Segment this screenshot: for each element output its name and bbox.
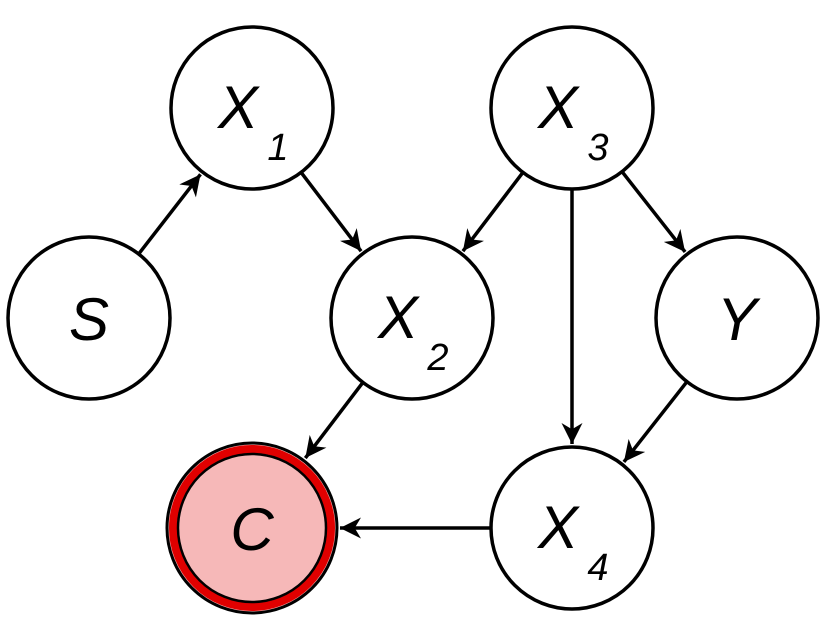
node-c-red-ring	[169, 445, 335, 611]
edge-x1-to-x2	[300, 172, 363, 253]
node-y: Y	[654, 235, 820, 401]
node-x4-label: X	[536, 494, 580, 561]
node-x2: X2	[329, 235, 495, 401]
node-x3-subscript: 3	[587, 127, 608, 169]
node-x4-circle	[489, 445, 655, 611]
node-x1-label: X	[216, 74, 260, 141]
node-c-label: C	[230, 496, 274, 563]
edges	[137, 171, 688, 539]
node-s-label: S	[69, 286, 109, 353]
node-y-label: Y	[717, 286, 761, 353]
node-x3: X3	[489, 25, 655, 191]
node-c: C	[165, 441, 339, 615]
node-s-circle	[6, 235, 172, 401]
edge-y-to-x4	[622, 381, 688, 464]
node-x3-circle	[489, 25, 655, 191]
node-x2-label: X	[376, 284, 420, 351]
node-x2-circle	[329, 235, 495, 401]
node-x4: X4	[489, 445, 655, 611]
node-c-inner-ring	[176, 452, 328, 604]
node-x1: X1	[169, 25, 335, 191]
edge-x3-to-x2	[461, 172, 524, 253]
node-x1-subscript: 1	[267, 127, 288, 169]
node-s: S	[6, 235, 172, 401]
edge-x3-to-y	[621, 171, 687, 254]
node-y-circle	[654, 235, 820, 401]
edge-x2-to-c	[303, 382, 364, 460]
node-x2-subscript: 2	[426, 337, 448, 379]
node-x3-label: X	[536, 74, 580, 141]
edge-s-to-x1	[137, 173, 202, 255]
node-x4-subscript: 4	[587, 547, 608, 589]
node-x1-circle	[169, 25, 335, 191]
